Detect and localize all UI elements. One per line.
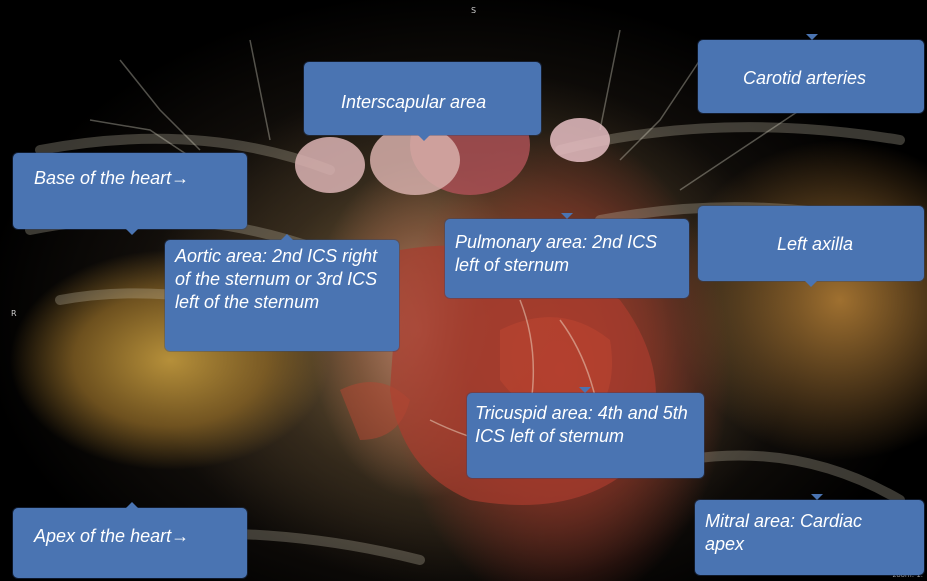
orientation-right-label: R <box>11 309 17 318</box>
callout-aortic-area: Aortic area: 2nd ICS right of the sternu… <box>165 240 399 351</box>
callout-base-of-heart-label: Base of the heart→ <box>34 167 247 190</box>
callout-carotid: Carotid arteries <box>698 40 924 113</box>
callout-carotid-label: Carotid arteries <box>743 67 924 90</box>
callout-interscapular-label: Interscapular area <box>341 91 541 114</box>
callout-left-axilla: Left axilla <box>698 206 924 281</box>
callout-apex-of-heart-label: Apex of the heart→ <box>34 525 247 548</box>
callout-apex-of-heart: Apex of the heart→ <box>13 508 247 578</box>
callout-left-axilla-label: Left axilla <box>777 233 924 256</box>
callout-interscapular: Interscapular area <box>304 62 541 135</box>
callout-base-of-heart: Base of the heart→ <box>13 153 247 229</box>
callout-mitral-area-label: Mitral area: Cardiac apex <box>705 510 906 556</box>
callout-tricuspid-area-label: Tricuspid area: 4th and 5th ICS left of … <box>475 402 696 448</box>
callout-pulmonary-area: Pulmonary area: 2nd ICS left of sternum <box>445 219 689 298</box>
callout-pulmonary-area-label: Pulmonary area: 2nd ICS left of sternum <box>455 231 661 277</box>
callout-aortic-area-label: Aortic area: 2nd ICS right of the sternu… <box>175 245 393 314</box>
callout-tricuspid-area: Tricuspid area: 4th and 5th ICS left of … <box>467 393 704 478</box>
callout-mitral-area: Mitral area: Cardiac apex <box>695 500 924 575</box>
orientation-superior-label: S <box>471 6 476 15</box>
